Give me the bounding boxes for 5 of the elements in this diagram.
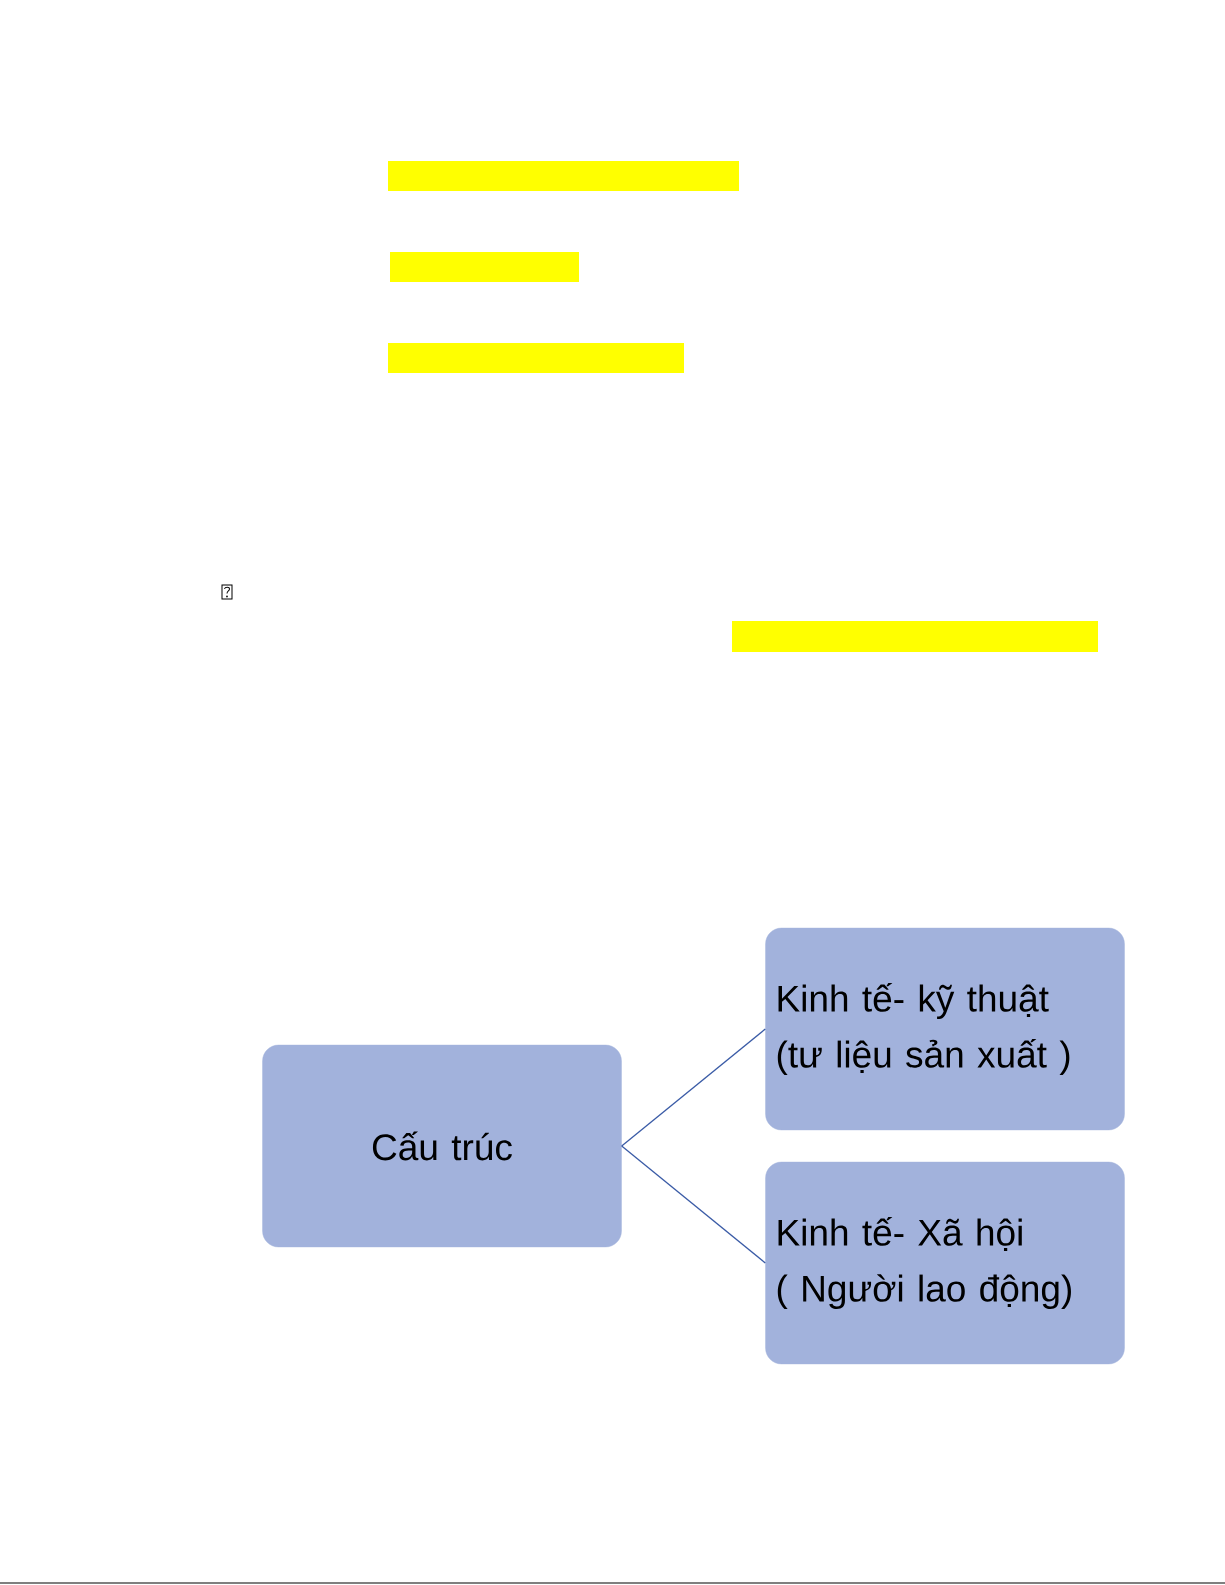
process-box: Cấu trúc (262, 1044, 622, 1248)
connector-line (621, 1145, 766, 1264)
connector-line (621, 1028, 766, 1147)
process-box: Kinh tế- kỹ thuật (tư liệu sản xuất ) (765, 927, 1125, 1131)
process-box: Kinh tế- Xã hội ( Người lao động) (765, 1161, 1125, 1365)
